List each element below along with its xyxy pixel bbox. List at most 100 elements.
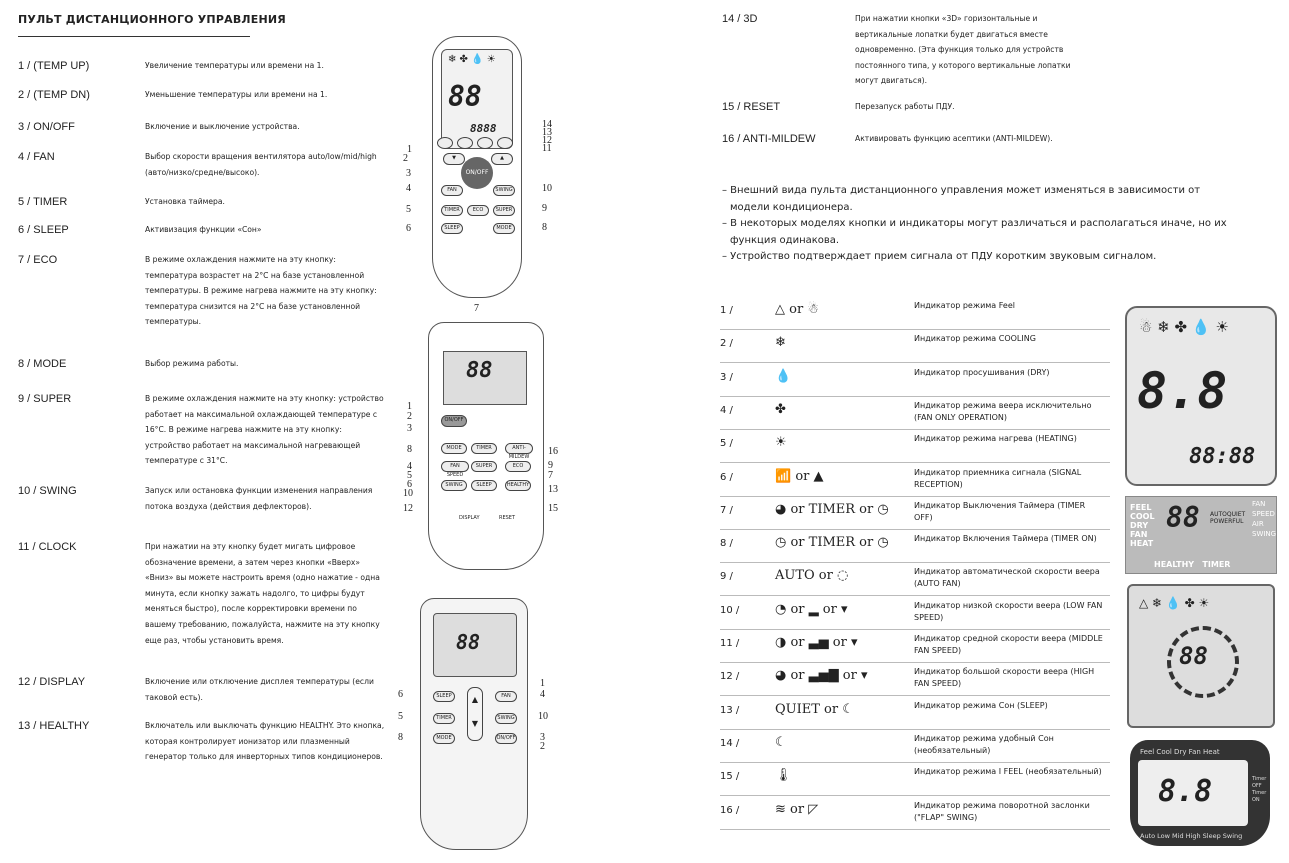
remote-2-reset-label[interactable]: RESET: [499, 515, 516, 521]
note: – В некоторых моделях кнопки и индикатор…: [722, 218, 1227, 246]
indicator-number: 14 /: [720, 737, 740, 749]
note: – Устройство подтверждает прием сигнала …: [722, 251, 1157, 262]
lcd-2-bottom: HEALTHY TIMER: [1154, 560, 1231, 569]
remote-1-btn-a[interactable]: [437, 137, 453, 149]
lcd-2-label: FAN: [1252, 500, 1266, 508]
callout-9: 9: [542, 203, 547, 214]
r2-callout-4: 4: [407, 461, 412, 472]
indicator-symbol-icon: ◷ or TIMER or ◷: [775, 535, 889, 551]
callout-7: 7: [474, 303, 479, 314]
remote-3-temp-rocker[interactable]: ▲▼: [467, 687, 483, 741]
remote-2-super-button[interactable]: SUPER: [471, 461, 497, 472]
remote-1-mode-button[interactable]: MODE: [493, 223, 515, 234]
indicator-row: 7 /◕ or TIMER or ◷Индикатор Выключения Т…: [720, 496, 1110, 530]
indicator-row: 6 /📶 or ▲Индикатор приемника сигнала (SI…: [720, 463, 1110, 497]
indicator-text: Индикатор большой скорости веера (HIGH F…: [914, 667, 1095, 689]
remote-3-sleep-button[interactable]: SLEEP: [433, 691, 455, 702]
indicator-row: 10 /◔ or ▂ or ▾Индикатор низкой скорости…: [720, 596, 1110, 630]
r2-callout-1: 1: [407, 401, 412, 412]
remote-1-super-button[interactable]: SUPER: [493, 205, 515, 216]
indicator-symbol-icon: ◕ or TIMER or ◷: [775, 501, 889, 517]
function-description: Уменьшение температуры или времени на 1.: [145, 90, 328, 99]
lcd-2-label: SWING: [1252, 530, 1277, 538]
indicator-text: Индикатор автоматической скорости веера …: [914, 567, 1100, 589]
remote-1-temp-down-button[interactable]: ▼: [443, 153, 465, 165]
callout-6: 6: [406, 223, 411, 234]
callout-11: 11: [542, 143, 552, 154]
lcd-3-ring: [1167, 626, 1239, 698]
function-description: Включатель или выключать функцию HEALTHY…: [145, 721, 385, 762]
indicator-symbol-icon: ❄: [775, 335, 786, 351]
function-description: Перезапуск работы ПДУ.: [855, 102, 955, 111]
lcd-panel-3: △ ❄ 💧 ✤ ☀ 88: [1127, 584, 1275, 728]
function-key: 8 / MODE: [18, 358, 67, 370]
remote-1-swing-button[interactable]: SWING: [493, 185, 515, 196]
remote-1-onoff-button[interactable]: ON/OFF: [461, 157, 493, 189]
page-title: ПУЛЬТ ДИСТАНЦИОННОГО УПРАВЛЕНИЯ: [18, 13, 286, 26]
indicator-number: 13 /: [720, 704, 740, 716]
title-divider: [18, 36, 250, 37]
r2-callout-3: 3: [407, 423, 412, 434]
indicator-row: 16 /≋ or ◸Индикатор режима поворотной за…: [720, 796, 1110, 830]
remote-1-timer-button[interactable]: TIMER: [441, 205, 463, 216]
remote-1-temp-up-button[interactable]: ▲: [491, 153, 513, 165]
function-description: Выбор скорости вращения вентилятора auto…: [145, 152, 377, 177]
remote-2-antimildew-button[interactable]: ANTI-MILDEW: [505, 443, 533, 460]
indicator-text: Индикатор Выключения Таймера (TIMER OFF): [914, 500, 1086, 522]
lcd-1-clock: 88:88: [1189, 444, 1256, 469]
remote-3-lcd: 88: [433, 613, 517, 677]
remote-3-mode-button[interactable]: MODE: [433, 733, 455, 744]
remote-1-fan-button[interactable]: FAN: [441, 185, 463, 196]
remote-2-fanspeed-button[interactable]: FAN SPEED: [441, 461, 469, 478]
remote-1-icon-row: ❄ ✤ 💧 ☀: [448, 54, 496, 65]
remote-2-onoff-button[interactable]: ON/OFF: [441, 415, 467, 427]
indicator-number: 11 /: [720, 638, 740, 649]
remote-1-btn-d[interactable]: [497, 137, 513, 149]
remote-3-swing-button[interactable]: SWING: [495, 713, 517, 724]
lcd-2-right-labels: FAN SPEED AIR SWING: [1252, 499, 1276, 539]
remote-1-btn-b[interactable]: [457, 137, 473, 149]
remote-1-eco-button[interactable]: ECO: [467, 205, 489, 216]
lcd-4-side-labels: Timer OFF Timer ON: [1252, 776, 1266, 804]
indicator-text: Индикатор режима I FEEL (необязательный): [914, 767, 1102, 777]
indicator-symbol-icon: QUIET or ☾: [775, 701, 854, 717]
remote-1-small-buttons: [437, 137, 517, 149]
remote-2-mode-button[interactable]: MODE: [441, 443, 467, 454]
indicator-text: Индикатор режима поворотной заслонки ("F…: [914, 800, 1090, 822]
remote-2-timer-button[interactable]: TIMER: [471, 443, 497, 454]
indicator-text: Индикатор приемника сигнала (SIGNAL RECE…: [914, 467, 1082, 489]
remote-3-onoff-button[interactable]: ON/OFF: [495, 733, 517, 744]
function-key: 13 / HEALTHY: [18, 720, 90, 732]
indicator-text: Индикатор режима Feel: [914, 301, 1015, 310]
indicator-text: Индикатор режима нагрева (HEATING): [914, 434, 1077, 444]
indicator-row: 15 /🌡Индикатор режима I FEEL (необязател…: [720, 762, 1110, 797]
lcd-3-temp: 88: [1179, 642, 1208, 670]
remote-2-display-label[interactable]: DISPLAY: [459, 515, 480, 521]
callout-5: 5: [406, 204, 411, 215]
remote-3-fan-button[interactable]: FAN: [495, 691, 517, 702]
indicator-text: Индикатор режима удобный Сон (необязател…: [914, 733, 1054, 755]
indicator-text: Индикатор средной скорости веера (MIDDLE…: [914, 634, 1103, 655]
remote-2-eco-button[interactable]: ECO: [505, 461, 531, 472]
indicator-symbol-icon: ◑ or ▃▅ or ▾: [775, 635, 858, 650]
remote-2-healthy-button[interactable]: HEALTHY: [505, 480, 531, 491]
remote-control-2: 88 ON/OFF MODE TIMER ANTI-MILDEW FAN SPE…: [428, 322, 544, 570]
r3-callout-10: 10: [538, 711, 548, 722]
callout-4: 4: [406, 183, 411, 194]
remote-control-1: 88 8888 ❄ ✤ 💧 ☀ ▼ ▲ ON/OFF FAN SWING TIM…: [432, 36, 522, 298]
remote-2-swing-button[interactable]: SWING: [441, 480, 467, 491]
indicator-row: 1 /△ or ☃Индикатор режима Feel: [720, 296, 1110, 330]
indicator-number: 4 /: [720, 404, 733, 416]
indicator-symbol-icon: ☀: [775, 435, 787, 451]
remote-1-sleep-button[interactable]: SLEEP: [441, 223, 463, 234]
indicator-number: 1 /: [720, 305, 733, 316]
function-description: В режиме охлаждения нажмите на эту кнопк…: [145, 394, 384, 466]
remote-2-sleep-button[interactable]: SLEEP: [471, 480, 497, 491]
indicator-number: 2 /: [720, 338, 733, 350]
indicator-symbol-icon: ✤: [775, 401, 786, 417]
remote-3-timer-button[interactable]: TIMER: [433, 713, 455, 724]
r2-callout-15: 15: [548, 503, 558, 514]
remote-1-btn-c[interactable]: [477, 137, 493, 149]
remote-1-temp-display: 88: [448, 80, 482, 113]
function-description: При нажатии кнопки «3D» горизонтальные и…: [855, 14, 1071, 86]
